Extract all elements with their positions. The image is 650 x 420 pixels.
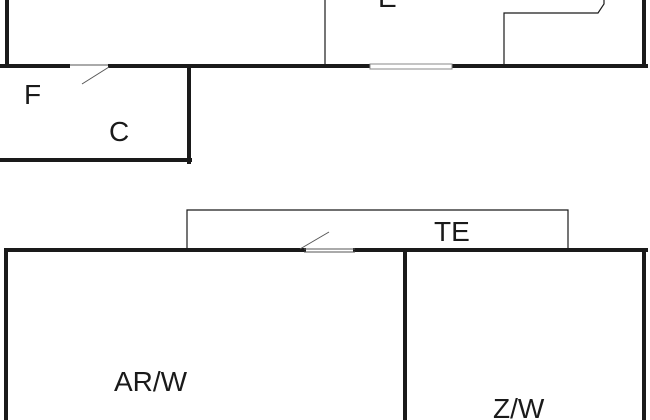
stair-outline bbox=[503, 0, 605, 66]
room-label-c: C bbox=[109, 116, 129, 147]
top-block bbox=[0, 0, 648, 85]
terrace-outline bbox=[186, 209, 569, 250]
room-label-te: TE bbox=[434, 216, 470, 247]
terrace bbox=[186, 209, 569, 250]
door-leaf-entrance bbox=[299, 231, 330, 250]
window-e bbox=[369, 63, 453, 70]
room-label-ar-w: AR/W bbox=[114, 366, 188, 397]
room-label-z-w: Z/W bbox=[493, 393, 545, 420]
door-leaf-f bbox=[81, 66, 110, 85]
room-label-f: F bbox=[24, 79, 41, 110]
bottom-block bbox=[4, 231, 648, 420]
room-label-e: E bbox=[378, 0, 397, 13]
room-c-walls bbox=[0, 64, 192, 164]
